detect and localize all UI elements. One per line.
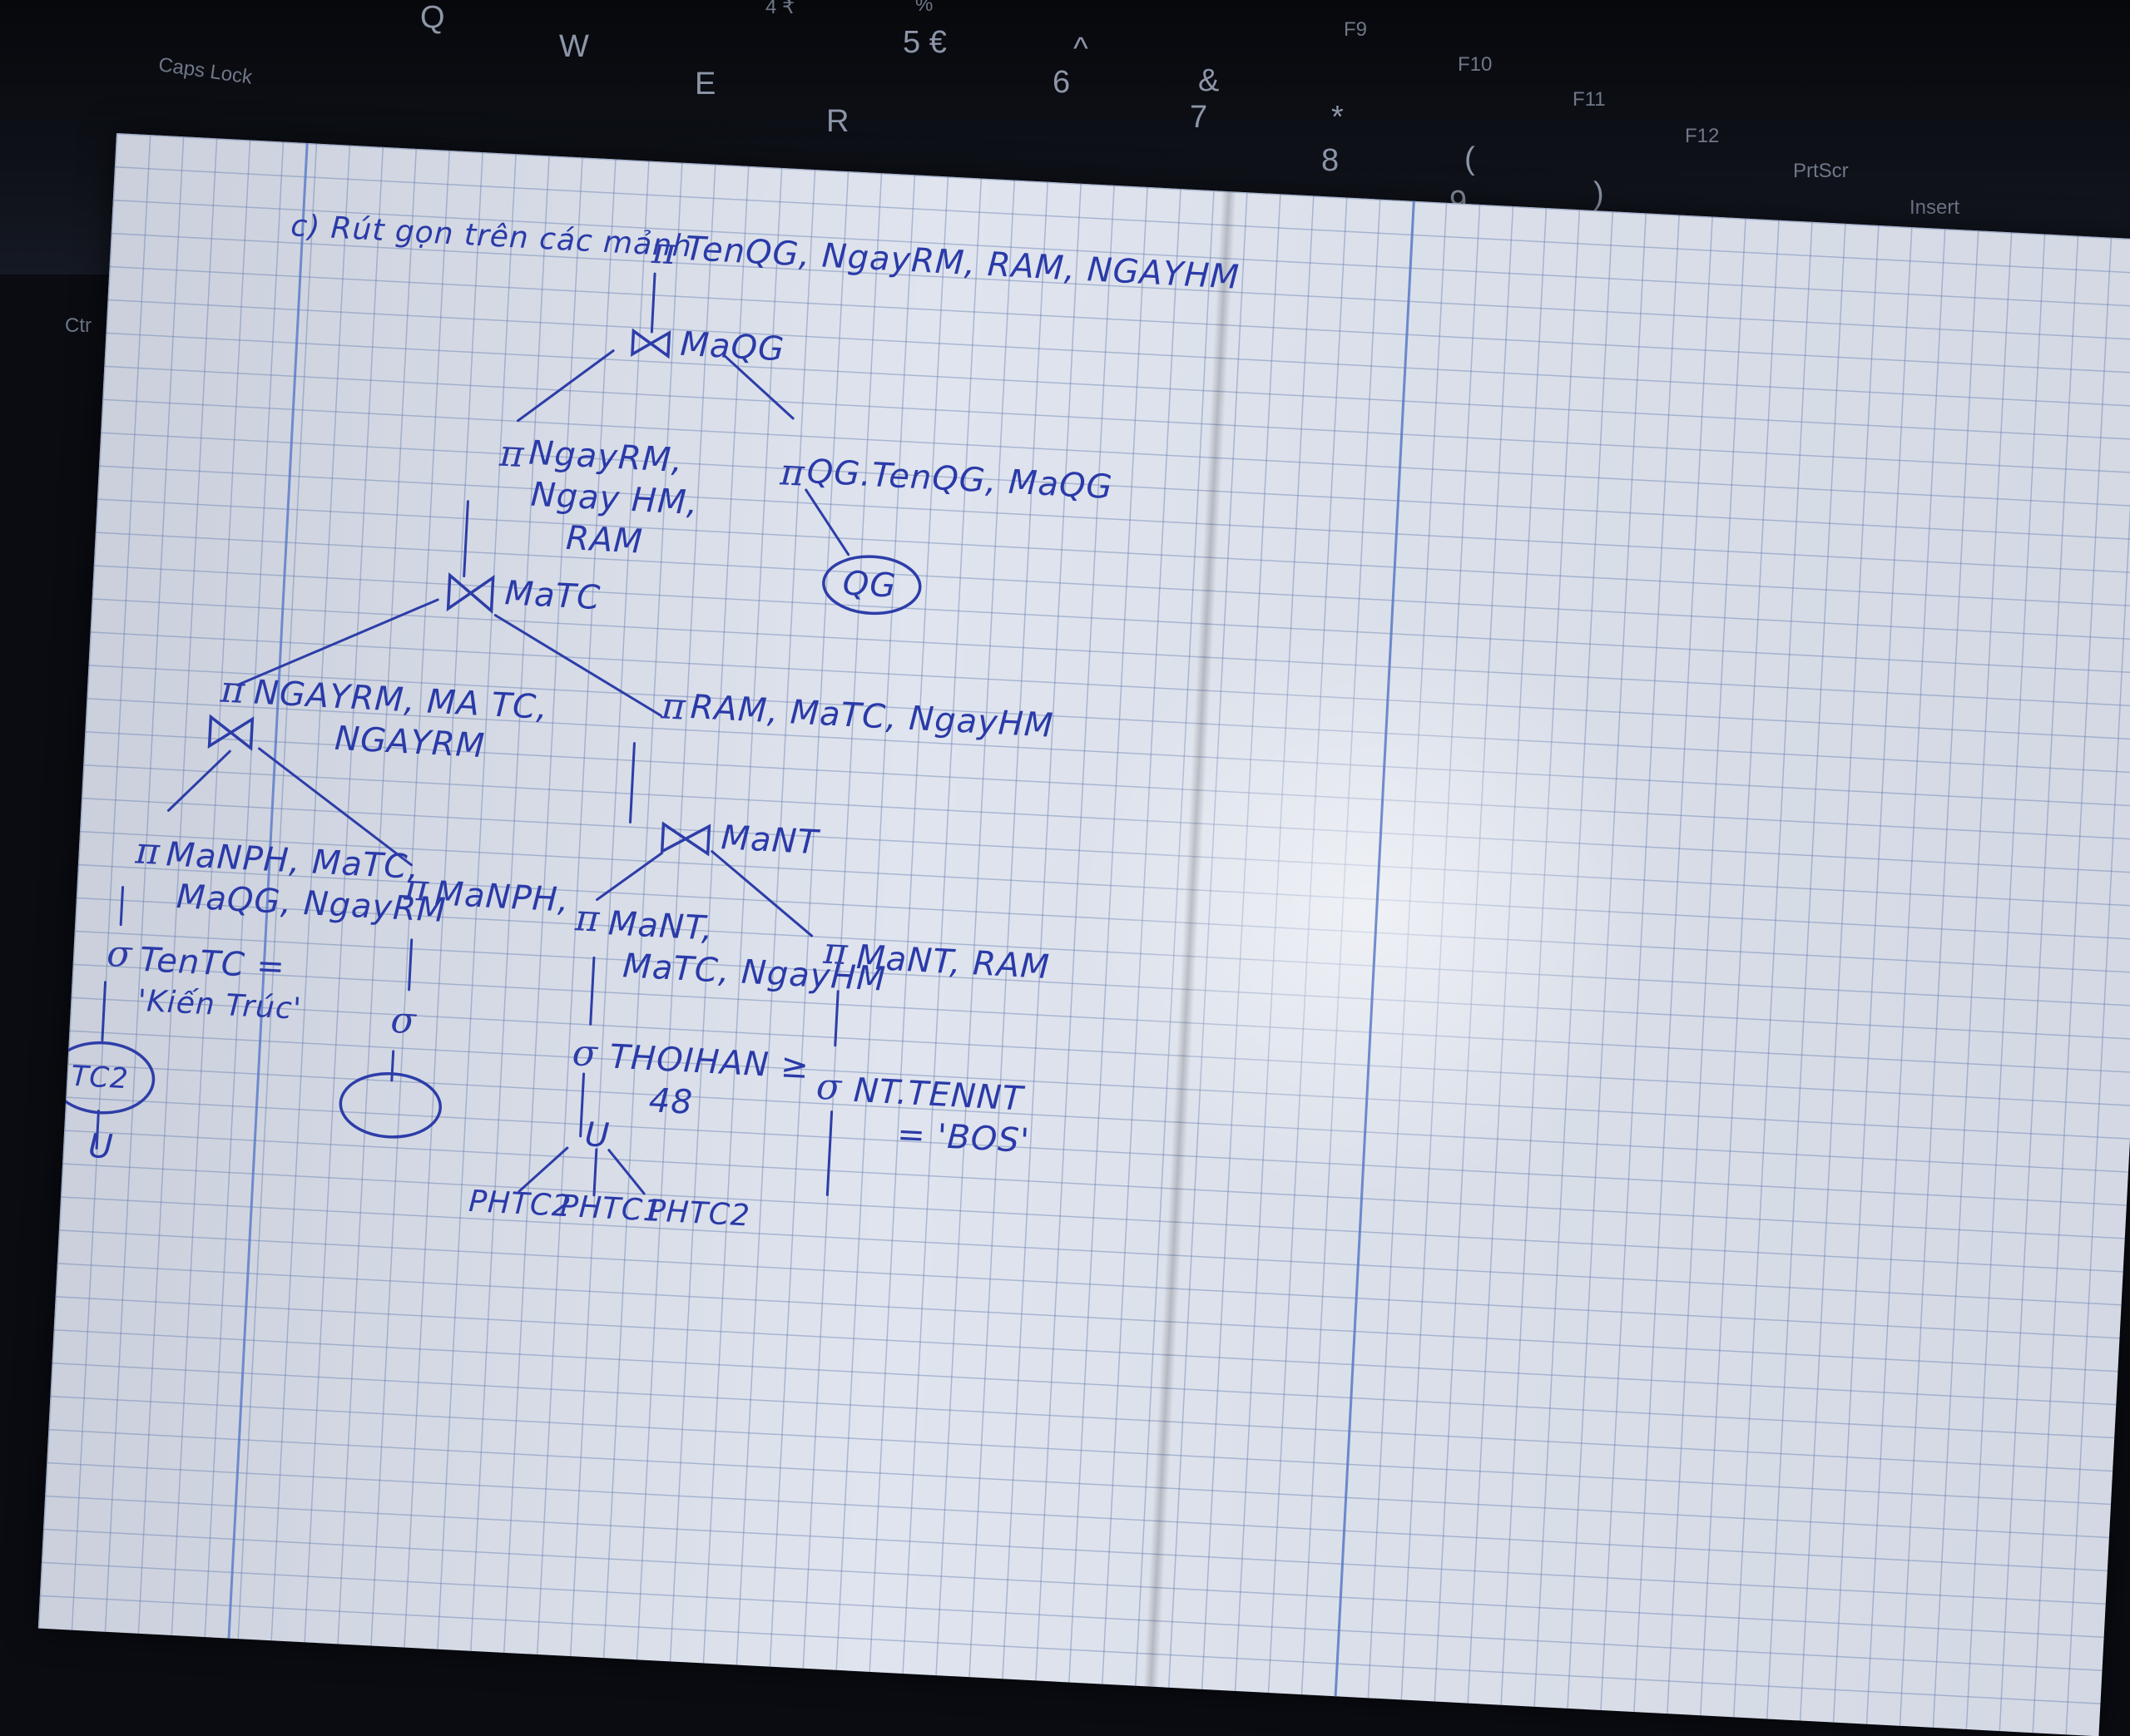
join-icon-maqg	[631, 328, 671, 359]
key-f9: F9	[1344, 18, 1368, 41]
left-projection-line1: NgayRM,	[528, 433, 685, 481]
projection-icon-mant-matc: π	[573, 897, 602, 941]
query-tree-edges: π π π π π π π π π σ σ σ σ	[48, 230, 922, 1197]
key-e: E	[695, 67, 716, 101]
leaf-relation-3: PHTC2	[646, 1194, 751, 1234]
sel-tentc-line1: TenTC =	[138, 940, 287, 987]
key-4: 4 ₹	[765, 0, 795, 18]
join-icon-matc	[446, 572, 495, 615]
relation-tc2-label: TC2	[70, 1059, 130, 1096]
proj-manph-label: MaNPH,	[433, 874, 571, 920]
key-asterisk: *	[1331, 100, 1344, 135]
sel-nt-line2: = 'BOS'	[896, 1115, 1031, 1161]
join-mant-label: MaNT	[720, 819, 820, 863]
key-caret: ^	[1073, 32, 1088, 67]
selection-icon-npp: σ	[389, 999, 419, 1043]
proj-mant-matc-line1: MaNT,	[607, 904, 715, 948]
key-5: 5 €	[903, 25, 947, 60]
union-label: U	[583, 1115, 612, 1155]
selection-icon-nt: σ	[815, 1066, 845, 1110]
key-w: W	[559, 29, 589, 64]
join-icon-mant	[660, 821, 711, 857]
join-maqg-label: MaQG	[679, 324, 786, 369]
key-6: 6	[1053, 65, 1071, 100]
key-ampersand: &	[1198, 63, 1220, 98]
proj-ngayrm-line2: NGAYRM	[334, 719, 487, 766]
projection-icon-mant-ram: π	[821, 930, 850, 974]
key-prtscr: PrtScr	[1793, 160, 1849, 182]
key-r: R	[826, 104, 850, 139]
projection-icon-root: π	[650, 230, 678, 274]
key-paren-open: (	[1464, 141, 1475, 176]
key-ctrl: Ctr	[65, 314, 92, 337]
left-projection-line3: RAM	[565, 518, 645, 561]
relation-circle-npp	[339, 1072, 442, 1139]
selection-icon-tentc: σ	[106, 932, 135, 977]
key-q: Q	[420, 0, 445, 35]
projection-icon-ngayrm: π	[219, 668, 247, 712]
leaf-relation-1: PHTC2	[468, 1184, 573, 1224]
key-insert: Insert	[1910, 196, 1960, 219]
key-f12: F12	[1685, 125, 1720, 147]
projection-icon-manph-matc: π	[134, 829, 162, 873]
join-icon-ngayrm	[207, 714, 255, 751]
relation-qg-label: QG	[841, 564, 898, 606]
key-f10: F10	[1458, 53, 1493, 76]
selection-icon-thoihan: σ	[572, 1031, 601, 1076]
join-matc-label: MaTC	[503, 574, 602, 618]
projection-icon-ram: π	[660, 685, 688, 729]
notebook-page: π π π π π π π π π σ σ σ σ c) Rút gọn trê…	[37, 133, 2130, 1736]
sel-thoihan-line2: 48	[647, 1081, 695, 1122]
key-f11: F11	[1573, 88, 1606, 111]
key-paren-close: )	[1593, 176, 1604, 211]
relation-circle-qg	[822, 555, 922, 616]
projection-icon-left: π	[498, 433, 526, 477]
key-caps-lock: Caps Lock	[156, 53, 254, 89]
key-percent: %	[915, 0, 934, 16]
projection-icon-qg: π	[778, 451, 806, 495]
projection-icon-manph: π	[403, 866, 431, 910]
key-7: 7	[1190, 100, 1208, 135]
union-label-left: U	[87, 1126, 115, 1167]
key-8: 8	[1321, 143, 1340, 178]
